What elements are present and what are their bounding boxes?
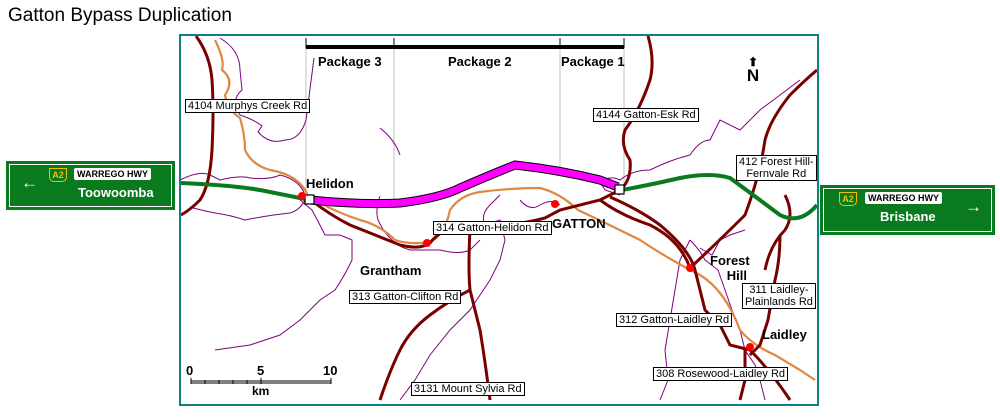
railway — [214, 39, 816, 381]
route-shield-icon: A2 — [839, 192, 857, 206]
north-arrow-icon: ⬆ — [747, 55, 759, 69]
north-indicator: ⬆ N — [744, 55, 762, 85]
scale-tick-10: 10 — [323, 363, 338, 378]
road-label-murphys-creek: 4104 Murphys Creek Rd — [185, 99, 311, 113]
map-frame[interactable] — [179, 34, 819, 406]
town-label-forest-hill: Forest Hill — [710, 253, 750, 283]
sign-border — [9, 164, 172, 207]
road-label-forest-hill-fernvale: 412 Forest Hill- Fernvale Rd — [736, 155, 817, 181]
road-label-line-2: Plainlands Rd — [745, 296, 813, 308]
sign-border — [823, 188, 992, 232]
sign-destination: Toowoomba — [78, 185, 154, 200]
town-label-gatton: GATTON — [552, 216, 606, 231]
town-label-line-2: Hill — [726, 268, 747, 283]
town-label-grantham: Grantham — [360, 263, 422, 278]
arrow-right-icon: → — [965, 197, 982, 216]
map-canvas — [181, 36, 817, 401]
route-shield-icon: A2 — [49, 168, 67, 182]
scale-tick-5: 5 — [257, 363, 265, 378]
road-label-line-2: Fernvale Rd — [746, 168, 807, 180]
road-label-mount-sylvia: 3131 Mount Sylvia Rd — [411, 382, 525, 396]
road-label-line-1: 412 Forest Hill- — [739, 156, 814, 168]
scale-bar: 0 5 10 km — [186, 363, 338, 403]
sign-west-toowoomba: A2 WARREGO HWY ← Toowoomba — [6, 161, 175, 210]
package-2-label: Package 2 — [448, 54, 512, 69]
main-roads — [181, 36, 817, 401]
warrego-highway — [181, 173, 817, 221]
north-label: N — [746, 66, 760, 85]
arrow-left-icon: ← — [21, 173, 38, 192]
scale-unit: km — [252, 384, 270, 398]
creeks — [181, 37, 801, 401]
sign-east-brisbane: A2 WARREGO HWY Brisbane → — [820, 185, 995, 235]
interchange-gatton-east — [614, 184, 625, 195]
town-label-helidon: Helidon — [306, 176, 354, 191]
road-label-rosewood-laidley: 308 Rosewood-Laidley Rd — [653, 367, 789, 381]
road-label-laidley-plainlands: 311 Laidley- Plainlands Rd — [742, 283, 816, 309]
town-dots — [298, 192, 754, 351]
road-label-line-1: 311 Laidley- — [749, 284, 809, 296]
road-label-gatton-clifton: 313 Gatton-Clifton Rd — [349, 290, 462, 304]
page-title: Gatton Bypass Duplication — [8, 5, 232, 26]
interchange-helidon — [304, 194, 315, 205]
town-label-laidley: Laidley — [762, 327, 807, 342]
package-1-label: Package 1 — [561, 54, 625, 69]
highway-name-badge: WARREGO HWY — [74, 168, 151, 180]
highway-name-badge: WARREGO HWY — [865, 192, 942, 204]
package-3-label: Package 3 — [318, 54, 382, 69]
road-label-gatton-esk: 4144 Gatton-Esk Rd — [593, 108, 699, 122]
road-label-gatton-laidley: 312 Gatton-Laidley Rd — [616, 313, 733, 327]
scale-tick-0: 0 — [186, 363, 194, 378]
road-label-gatton-helidon: 314 Gatton-Helidon Rd — [433, 221, 552, 235]
town-label-line-1: Forest — [710, 253, 750, 268]
sign-destination: Brisbane — [880, 209, 936, 224]
scale-bar-graphic — [190, 378, 332, 384]
